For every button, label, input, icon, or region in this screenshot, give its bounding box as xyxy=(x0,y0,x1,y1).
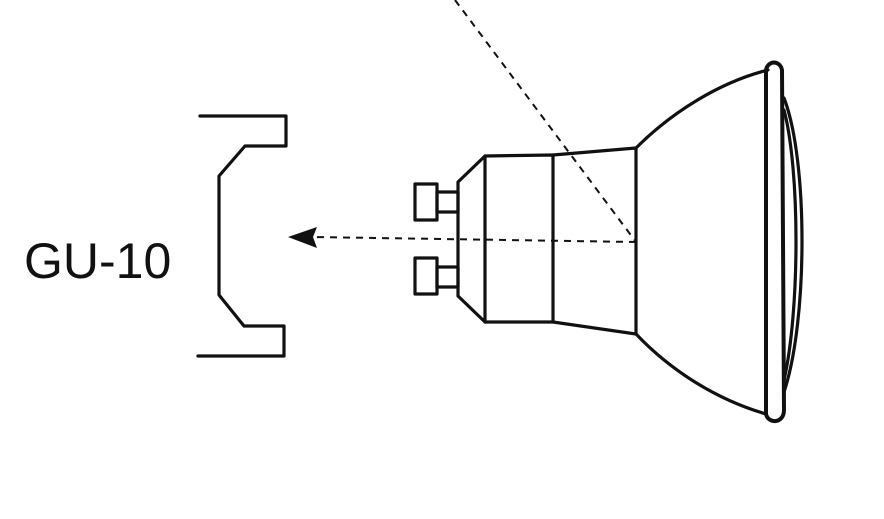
lens-face-inner xyxy=(782,108,798,382)
lens-rim-outer xyxy=(764,60,786,423)
insertion-arrowhead xyxy=(288,227,317,248)
front-lens-rim xyxy=(764,60,804,423)
lower-pin-neck xyxy=(435,265,460,289)
lower-pin-head xyxy=(413,256,439,296)
twist-guide-line xyxy=(454,0,637,243)
insertion-arrow-line xyxy=(311,236,637,243)
lens-face xyxy=(782,96,804,394)
base-collar xyxy=(483,153,555,324)
socket-label: GU-10 xyxy=(24,233,171,289)
reflector-body xyxy=(634,68,770,416)
socket-bracket xyxy=(196,114,288,358)
base-neck xyxy=(551,146,638,336)
bulb-base xyxy=(456,146,638,336)
upper-pin-head xyxy=(413,182,439,222)
upper-pin-neck xyxy=(435,190,460,214)
